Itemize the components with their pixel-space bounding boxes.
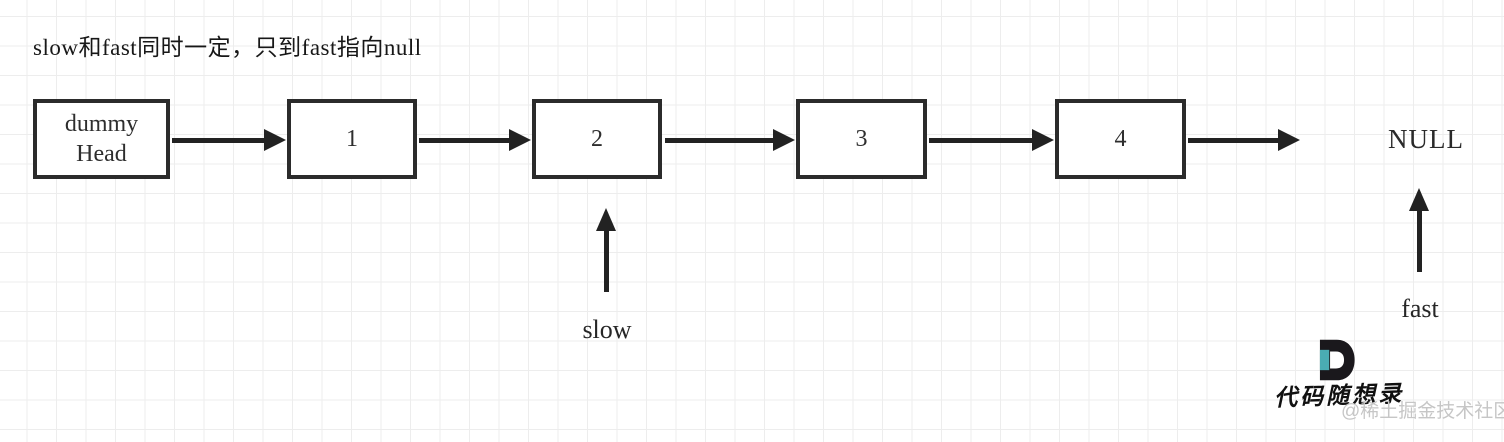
community-watermark-text: @稀土掘金技术社区 xyxy=(1341,401,1504,422)
arrow-right-icon xyxy=(419,129,531,151)
brand-d-logo-icon xyxy=(1319,339,1355,381)
fast-pointer-label: fast xyxy=(1401,294,1439,323)
node-3: 3 xyxy=(796,99,927,179)
node-2: 2 xyxy=(532,99,662,179)
slow-pointer-label: slow xyxy=(582,315,632,344)
arrow-right-icon xyxy=(929,129,1054,151)
fast-pointer-arrow-icon xyxy=(1409,188,1429,272)
null-terminal-label: NULL xyxy=(1388,124,1464,154)
caption-text: slow和fast同时一定，只到fast指向null xyxy=(33,35,422,60)
node-1: 1 xyxy=(287,99,417,179)
node-4: 4 xyxy=(1055,99,1186,179)
node-label: 4 xyxy=(1114,126,1127,152)
watermark: 代码随想录 @稀土掘金技术社区 xyxy=(1246,338,1504,428)
slow-pointer-arrow-icon xyxy=(596,208,616,292)
node-label: 2 xyxy=(591,126,603,152)
node-label: dummy Head xyxy=(64,111,139,167)
arrow-right-icon xyxy=(665,129,795,151)
node-label: 1 xyxy=(346,126,358,152)
node-label: 3 xyxy=(855,126,868,152)
arrow-right-icon xyxy=(1188,129,1300,151)
node-dummy-head: dummy Head xyxy=(33,99,170,179)
arrow-right-icon xyxy=(172,129,286,151)
logo-teal-bar xyxy=(1319,349,1330,371)
